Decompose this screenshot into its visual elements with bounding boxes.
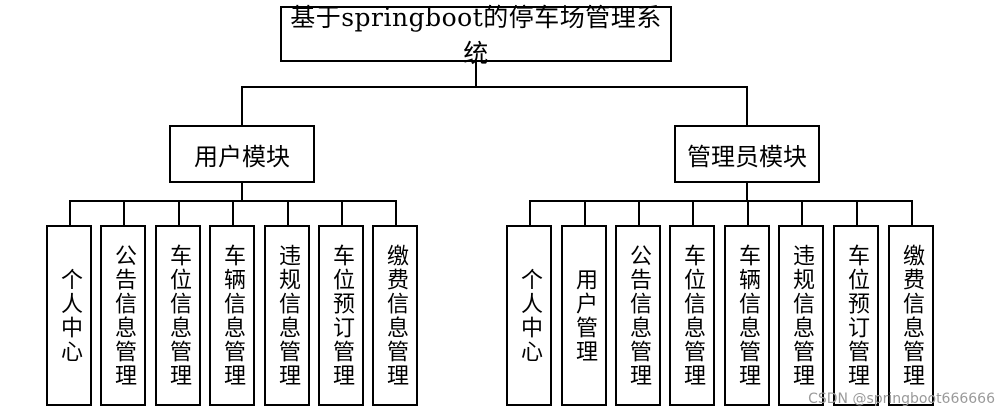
user-module-stem <box>241 86 243 126</box>
user-module-node: 用户模块 <box>169 125 315 183</box>
user-leaf-payment-info: 缴费信息管理 <box>372 225 418 406</box>
user-leaf-drop <box>287 200 289 226</box>
user-leaf-drop <box>178 200 180 226</box>
root-label: 基于springboot的停车场管理系统 <box>290 3 662 68</box>
leaf-label: 个人中心 <box>517 267 542 364</box>
admin-module-stem <box>746 86 748 126</box>
user-module-label: 用户模块 <box>194 142 290 171</box>
leaf-label: 个人中心 <box>57 267 82 364</box>
leaf-label: 缴费信息管理 <box>899 243 924 388</box>
admin-leaf-vehicle-info: 车辆信息管理 <box>724 225 770 406</box>
user-leaf-drop <box>232 200 234 226</box>
leaf-label: 公告信息管理 <box>111 243 136 388</box>
admin-leaf-payment-info: 缴费信息管理 <box>888 225 934 406</box>
leaf-label: 车位信息管理 <box>680 243 705 388</box>
user-leaf-vehicle-info: 车辆信息管理 <box>209 225 255 406</box>
user-leaf-personal-center: 个人中心 <box>46 225 92 406</box>
leaf-label: 公告信息管理 <box>626 243 651 388</box>
admin-leaf-drop <box>638 200 640 226</box>
admin-leaf-notice-info: 公告信息管理 <box>615 225 661 406</box>
root-node: 基于springboot的停车场管理系统 <box>280 3 672 68</box>
leaf-label: 车位预订管理 <box>329 243 354 388</box>
user-leaf-stem <box>241 183 243 201</box>
user-leaf-reservation: 车位预订管理 <box>318 225 364 406</box>
admin-leaf-bar <box>529 200 912 202</box>
user-leaf-drop <box>123 200 125 226</box>
admin-leaf-space-info: 车位信息管理 <box>669 225 715 406</box>
user-leaf-drop <box>395 200 397 226</box>
leaf-label: 缴费信息管理 <box>383 243 408 388</box>
user-leaf-notice-info: 公告信息管理 <box>100 225 146 406</box>
admin-leaf-drop <box>529 200 531 226</box>
admin-leaf-drop <box>856 200 858 226</box>
admin-leaf-violation-info: 违规信息管理 <box>778 225 824 406</box>
admin-leaf-stem <box>746 183 748 201</box>
user-leaf-drop <box>341 200 343 226</box>
admin-leaf-drop <box>584 200 586 226</box>
leaf-label: 车位预订管理 <box>844 243 869 388</box>
admin-leaf-user-management: 用户管理 <box>561 225 607 406</box>
admin-leaf-drop <box>911 200 913 226</box>
watermark: CSDN @springboot666666 <box>808 391 995 407</box>
admin-leaf-drop <box>801 200 803 226</box>
leaf-label: 用户管理 <box>572 267 597 364</box>
leaf-label: 违规信息管理 <box>789 243 814 388</box>
root-stem <box>475 62 477 87</box>
user-leaf-violation-info: 违规信息管理 <box>264 225 310 406</box>
leaf-label: 车位信息管理 <box>166 243 191 388</box>
admin-module-node: 管理员模块 <box>674 125 820 183</box>
leaf-label: 车辆信息管理 <box>735 243 760 388</box>
root-branch-bar <box>241 86 747 88</box>
leaf-label: 车辆信息管理 <box>220 243 245 388</box>
admin-leaf-drop <box>747 200 749 226</box>
admin-leaf-drop <box>692 200 694 226</box>
admin-module-label: 管理员模块 <box>687 142 807 171</box>
user-leaf-space-info: 车位信息管理 <box>155 225 201 406</box>
leaf-label: 违规信息管理 <box>275 243 300 388</box>
admin-leaf-reservation: 车位预订管理 <box>833 225 879 406</box>
user-leaf-drop <box>69 200 71 226</box>
admin-leaf-personal-center: 个人中心 <box>506 225 552 406</box>
